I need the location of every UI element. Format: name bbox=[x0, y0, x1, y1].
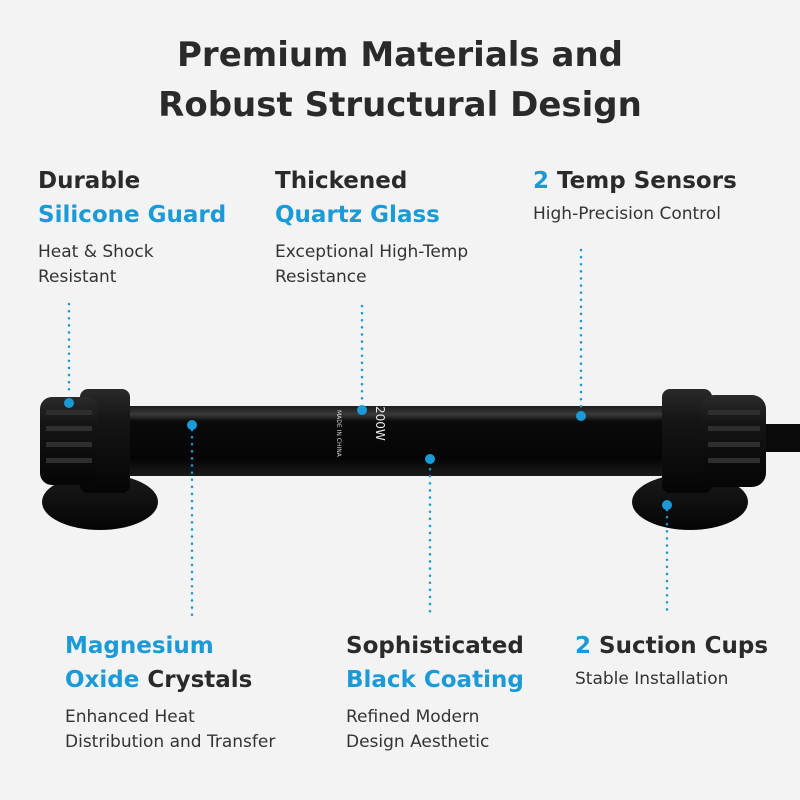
quartz-glass-tube bbox=[115, 406, 675, 476]
feature-heading: Magnesium Oxide Crystals bbox=[65, 633, 253, 693]
feature-heading: Sophisticated Black Coating bbox=[346, 633, 524, 693]
feature-quartz-glass: Thickened Quartz Glass Exceptional High-… bbox=[275, 164, 468, 290]
feature-silicone-guard: Durable Silicone Guard Heat & Shock Resi… bbox=[38, 164, 226, 290]
callout-dot-quartz bbox=[357, 405, 367, 415]
feature-description: Enhanced Heat Distribution and Transfer bbox=[65, 707, 276, 752]
feature-description: Heat & Shock Resistant bbox=[38, 242, 154, 287]
feature-magnesium-oxide: Magnesium Oxide Crystals Enhanced Heat D… bbox=[65, 629, 275, 755]
feature-black-coating: Sophisticated Black Coating Refined Mode… bbox=[346, 629, 524, 755]
silicone-guard-right bbox=[662, 389, 766, 493]
page-title: Premium Materials and Robust Structural … bbox=[0, 30, 800, 130]
callout-dot-coating bbox=[425, 454, 435, 464]
feature-heading: 2 Temp Sensors bbox=[533, 168, 737, 194]
feature-description: High-Precision Control bbox=[533, 204, 721, 224]
feature-heading: Thickened Quartz Glass bbox=[275, 168, 440, 228]
title-line-2: Robust Structural Design bbox=[158, 85, 642, 125]
feature-description: Exceptional High-Temp Resistance bbox=[275, 242, 469, 287]
origin-label: MADE IN CHINA bbox=[335, 410, 342, 458]
silicone-guard-left bbox=[40, 389, 130, 493]
power-cord bbox=[760, 424, 800, 452]
feature-description: Refined Modern Design Aesthetic bbox=[346, 707, 490, 752]
feature-heading: 2 Suction Cups bbox=[575, 633, 769, 659]
feature-temp-sensors: 2 Temp Sensors High-Precision Control bbox=[533, 164, 737, 227]
callout-dots bbox=[64, 398, 672, 510]
callout-dot-suction bbox=[662, 500, 672, 510]
title-line-1: Premium Materials and bbox=[177, 35, 623, 75]
feature-suction-cups: 2 Suction Cups Stable Installation bbox=[575, 629, 768, 692]
feature-description: Stable Installation bbox=[575, 669, 729, 689]
callout-dot-sensors bbox=[576, 411, 586, 421]
wattage-label: 200W bbox=[373, 406, 387, 441]
feature-heading: Durable Silicone Guard bbox=[38, 168, 227, 228]
callout-dot-magnesium bbox=[187, 420, 197, 430]
leader-lines bbox=[67, 248, 669, 618]
callout-dot-silicone bbox=[64, 398, 74, 408]
